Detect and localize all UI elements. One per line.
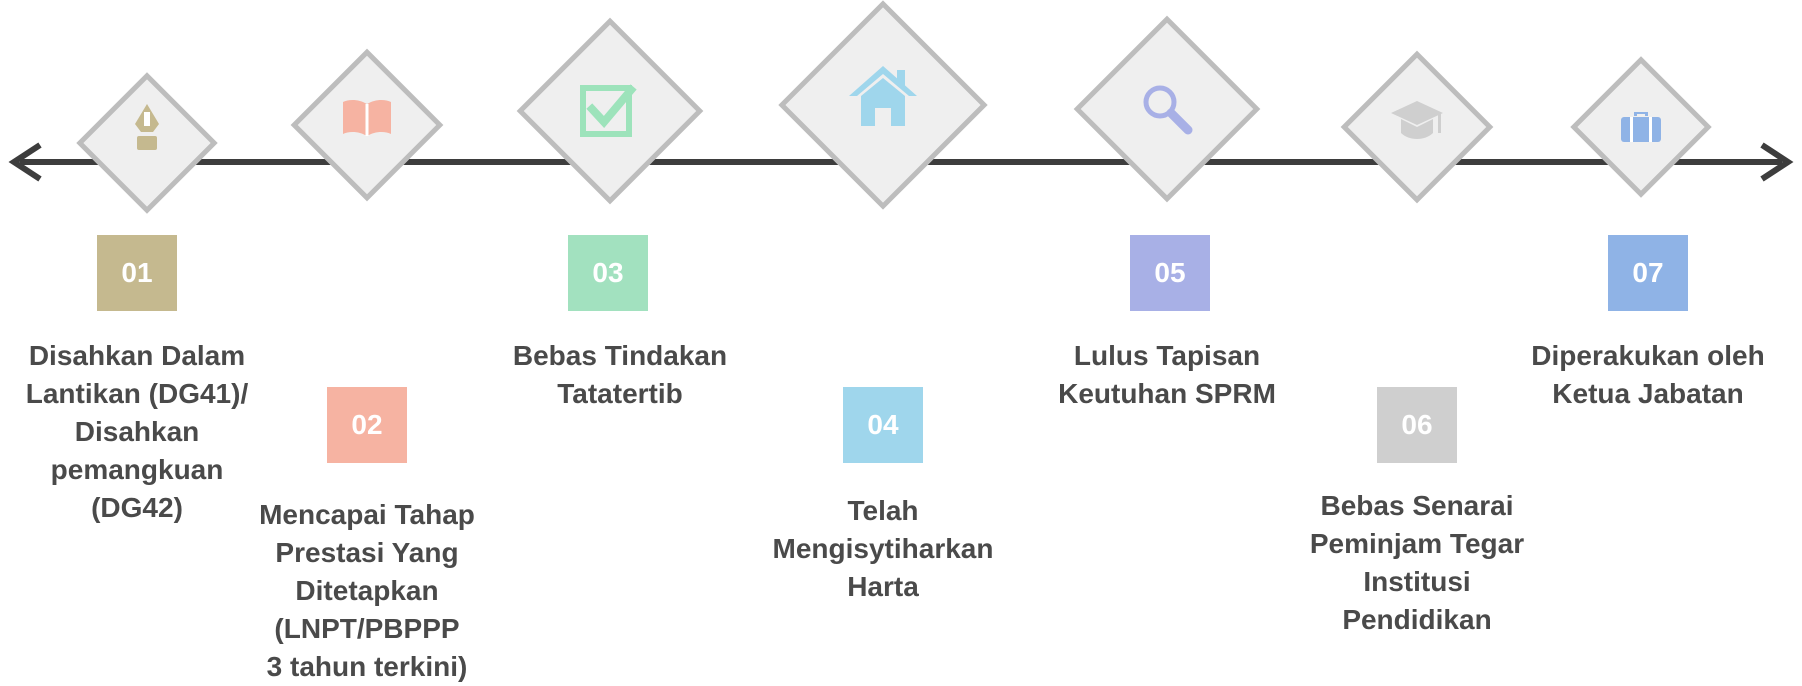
step-number-badge: 03 — [568, 235, 648, 311]
step-label: Diperakukan oleh Ketua Jabatan — [1531, 340, 1765, 409]
fountain-pen-icon — [117, 98, 177, 158]
step-number: 06 — [1401, 409, 1433, 440]
step-label: Bebas Tindakan Tatatertib — [512, 340, 728, 409]
step-number: 07 — [1632, 257, 1664, 288]
step-label: Telah Mengisytiharkan Harta — [772, 495, 994, 602]
home-icon — [843, 59, 923, 131]
briefcase-icon — [1611, 97, 1671, 157]
step-number: 05 — [1154, 257, 1186, 288]
step-number: 01 — [121, 257, 153, 288]
step-number: 04 — [867, 409, 899, 440]
step-number-badge: 01 — [97, 235, 177, 311]
step-number-badge: 06 — [1377, 387, 1457, 463]
step-number-badge: 02 — [327, 387, 407, 463]
open-book-icon — [337, 88, 397, 148]
graduation-cap-icon — [1387, 91, 1447, 151]
step-number: 03 — [592, 257, 624, 288]
step-label: Lulus Tapisan Keutuhan SPRM — [1058, 340, 1276, 409]
magnifier-icon — [1132, 74, 1202, 144]
step-label: Bebas Senarai Peminjam Tegar Institusi P… — [1309, 490, 1525, 635]
step-number-badge: 07 — [1608, 235, 1688, 311]
step-number-badge: 04 — [843, 387, 923, 463]
step-number: 02 — [351, 409, 383, 440]
step-label: Mencapai Tahap Prestasi Yang Ditetapkan … — [259, 499, 475, 682]
step-label: Disahkan Dalam Lantikan (DG41)/ Disahkan… — [25, 340, 249, 523]
step-number-badge: 05 — [1130, 235, 1210, 311]
checkbox-icon — [574, 75, 644, 145]
